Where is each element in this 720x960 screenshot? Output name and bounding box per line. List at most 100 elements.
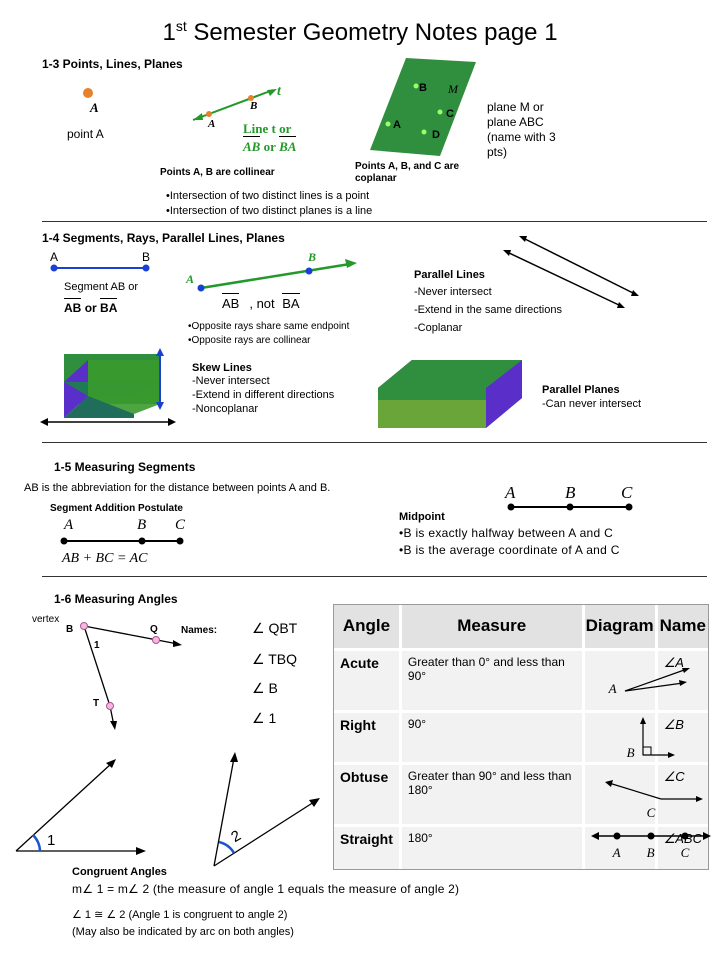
angle-name-4: 1	[268, 710, 277, 726]
point-t-dot	[106, 702, 114, 710]
segment-addition-equation: AB + BC = AC	[62, 551, 148, 566]
angle-number-1: 1	[94, 640, 100, 651]
skew-item-2: -Extend in different directions	[192, 389, 335, 401]
line-name-t: t	[277, 84, 281, 99]
segment-addition-title: Segment Addition Postulate	[50, 503, 183, 514]
segment-ba-notation: BA	[100, 301, 118, 315]
point-a-label: A	[90, 100, 99, 115]
row-straight-diagram: A B C	[581, 823, 711, 869]
segment-label-b: B	[142, 250, 151, 264]
congruent-line-2: ∠ 1 ≅ ∠ 2 (Angle 1 is congruent to angle…	[72, 909, 288, 921]
table-row-right: Right 90° B ∠B	[334, 709, 708, 763]
parallel-planes-item-1: -Can never intersect	[542, 398, 642, 410]
plane-label-a: A	[393, 119, 401, 131]
ray-ab-diagram	[197, 259, 357, 292]
table-header-diagram: Diagram	[581, 605, 657, 651]
table-row-straight: Straight 180° A B C ∠ABC	[334, 823, 711, 869]
point-q-dot	[152, 636, 160, 644]
line-t-diagram	[192, 89, 277, 121]
congruent-angles-title: Congruent Angles	[72, 866, 167, 878]
plane-label-c: C	[446, 108, 454, 120]
plane-name-text: plane M or plane ABC (name with 3 pts)	[487, 100, 556, 159]
skew-item-1: -Never intersect	[192, 375, 270, 387]
section-1-6-header: 1-6 Measuring Angles	[54, 592, 178, 606]
line-label-b: B	[250, 100, 258, 112]
angle-name-3: B	[268, 680, 278, 696]
divider-1	[42, 221, 707, 222]
segment-label-a: A	[50, 250, 59, 264]
ray-point-a	[197, 284, 205, 292]
row-acute-angle: Acute	[334, 647, 401, 711]
ray-not-text: , not	[249, 296, 275, 311]
ray-point-b	[305, 267, 313, 275]
angle-label-t: T	[93, 698, 100, 709]
parallel-lines-diagram	[503, 236, 639, 308]
angle-symbol-icon: ∠	[252, 620, 265, 636]
point-b-dot	[80, 622, 88, 630]
plane-m-letter: M	[448, 82, 458, 96]
divider-3	[42, 576, 707, 577]
vertex-label: vertex	[32, 614, 60, 625]
line-point-b	[248, 95, 254, 101]
angle-symbol-icon: ∠	[252, 680, 265, 696]
plane-label-d: D	[432, 129, 440, 141]
parallel-planes-title: Parallel Planes	[542, 384, 620, 396]
parallel-planes-box	[378, 360, 522, 428]
ray-ba-notation: BA	[282, 296, 300, 311]
line-t-text: Line t or	[243, 121, 292, 136]
midpoint-label-b: B	[565, 483, 576, 502]
plane-point-b	[413, 83, 419, 89]
opposite-rays-bullets: Opposite rays share same endpoint Opposi…	[188, 320, 350, 348]
plane-m-diagram	[370, 58, 476, 156]
ray-label-b: B	[308, 250, 317, 264]
coplanar-caption: Points A, B, and C are coplanar	[355, 161, 460, 184]
angle-1-label: 1	[47, 832, 56, 849]
angle-label-b: B	[66, 624, 74, 635]
angle-2-arc	[218, 840, 236, 854]
section-1-5-header: 1-5 Measuring Segments	[54, 460, 196, 474]
midpoint-item-2: B is the average coordinate of A and C	[399, 542, 620, 559]
row-obtuse-measure: Greater than 90° and less than 180°	[398, 761, 584, 825]
sap-label-a: A	[64, 517, 74, 533]
congruent-line-1: m∠ 1 = m∠ 2 (the measure of angle 1 equa…	[72, 882, 460, 896]
row-right-angle: Right	[334, 709, 401, 763]
bullet-planes-intersect: Intersection of two distinct planes is a…	[166, 204, 372, 219]
midpoint-label-c: C	[621, 483, 633, 502]
segment-point-a	[50, 264, 58, 272]
straight-label-b: B	[646, 844, 655, 860]
section-1-3-header: 1-3 Points, Lines, Planes	[42, 57, 183, 71]
point-diagram	[83, 88, 93, 98]
angle-qbt-diagram	[80, 622, 182, 730]
plane-point-c	[437, 109, 443, 115]
intersection-bullets: Intersection of two distinct lines is a …	[166, 189, 372, 219]
parallel-lines-item-1: -Never intersect	[414, 286, 492, 298]
acute-angle-icon	[624, 667, 690, 692]
midpoint-label-a: A	[505, 483, 516, 502]
collinear-caption: Points A, B are collinear	[160, 167, 275, 178]
plane-point-a	[385, 121, 391, 127]
ray-label-a: A	[186, 272, 195, 286]
row-obtuse-diagram: C	[581, 761, 703, 825]
row-right-measure: 90°	[398, 709, 584, 763]
bullet-opposite-endpoint: Opposite rays share same endpoint	[188, 320, 350, 334]
sap-label-c: C	[175, 517, 186, 533]
angle-types-table: Angle Measure Diagram Name Acute Greater…	[333, 604, 711, 870]
straight-label-a: A	[612, 844, 621, 860]
parallel-lines-item-2: -Extend in the same directions	[414, 304, 562, 316]
row-acute-name: ∠A	[654, 647, 708, 711]
midpoint-bullets: B is exactly halfway between A and C B i…	[399, 525, 620, 559]
row-right-diagram: B	[581, 709, 675, 763]
line-label-a: A	[208, 118, 216, 130]
right-angle-icon	[639, 716, 675, 758]
skew-item-3: -Noncoplanar	[192, 403, 259, 415]
table-header-angle: Angle	[334, 605, 401, 651]
row-acute-diagram: A	[581, 647, 690, 711]
parallel-lines-title: Parallel Lines	[414, 269, 485, 281]
ab-distance-description: AB is the abbreviation for the distance …	[24, 482, 331, 494]
angle-name-1: QBT	[268, 620, 298, 636]
skew-lines-box	[40, 348, 176, 426]
angle-symbol-icon: ∠	[252, 651, 265, 667]
angle-symbol-icon: ∠	[252, 710, 265, 726]
segment-or-text: or	[84, 301, 97, 315]
midpoint-item-1: B is exactly halfway between A and C	[399, 525, 620, 542]
